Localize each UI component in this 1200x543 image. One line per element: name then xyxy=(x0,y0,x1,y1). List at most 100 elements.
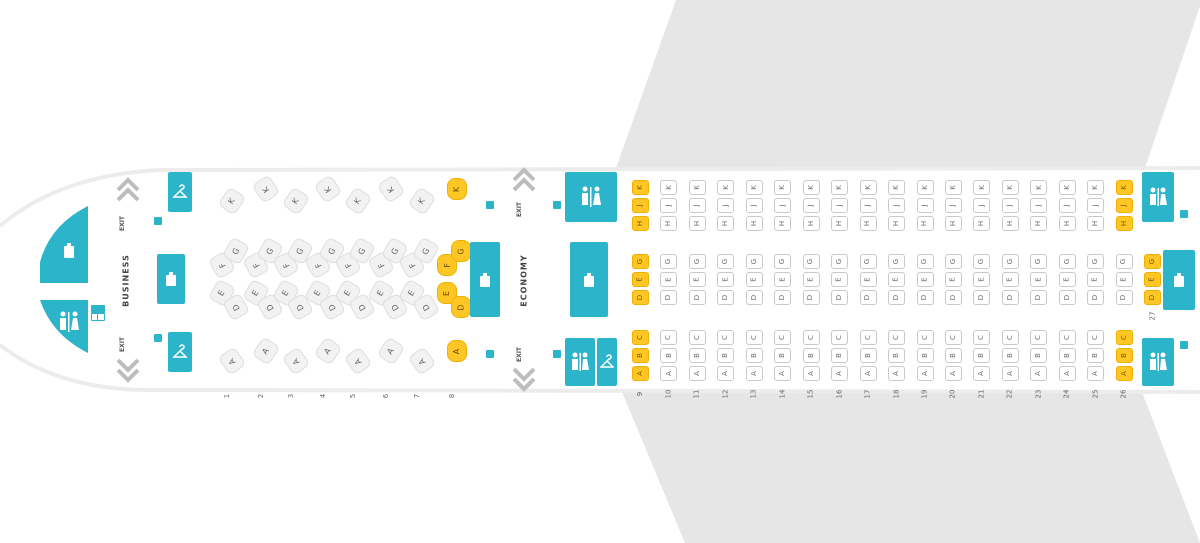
seat-18B[interactable]: B xyxy=(888,348,906,363)
seat-11H[interactable]: H xyxy=(688,216,706,231)
seat-13K[interactable]: K xyxy=(745,180,763,195)
seat-9H[interactable]: H xyxy=(632,216,649,231)
seat-23E[interactable]: E xyxy=(1030,272,1048,287)
seat-27D[interactable]: D xyxy=(1144,290,1162,305)
seat-10C[interactable]: C xyxy=(660,330,678,345)
seat-13A[interactable]: A xyxy=(745,366,763,381)
seat-25E[interactable]: E xyxy=(1087,272,1105,287)
seat-26C[interactable]: C xyxy=(1115,330,1133,345)
seat-9G[interactable]: G xyxy=(632,254,649,269)
seat-21H[interactable]: H xyxy=(973,216,991,231)
seat-13H[interactable]: H xyxy=(745,216,763,231)
seat-15D[interactable]: D xyxy=(802,290,820,305)
seat-14A[interactable]: A xyxy=(774,366,792,381)
seat-12K[interactable]: K xyxy=(717,180,735,195)
seat-17G[interactable]: G xyxy=(859,254,877,269)
seat-11B[interactable]: B xyxy=(688,348,706,363)
seat-22G[interactable]: G xyxy=(1001,254,1019,269)
seat-12E[interactable]: E xyxy=(717,272,735,287)
seat-26D[interactable]: D xyxy=(1115,290,1133,305)
seat-9E[interactable]: E xyxy=(632,272,649,287)
seat-9B[interactable]: B xyxy=(632,348,649,363)
seat-19G[interactable]: G xyxy=(916,254,934,269)
seat-14J[interactable]: J xyxy=(774,198,792,213)
seat-12B[interactable]: B xyxy=(717,348,735,363)
seat-12C[interactable]: C xyxy=(717,330,735,345)
seat-11E[interactable]: E xyxy=(688,272,706,287)
seat-15B[interactable]: B xyxy=(802,348,820,363)
seat-8D[interactable]: D xyxy=(451,296,471,318)
seat-22K[interactable]: K xyxy=(1001,180,1019,195)
seat-26E[interactable]: E xyxy=(1115,272,1133,287)
seat-23A[interactable]: A xyxy=(1030,366,1048,381)
seat-20H[interactable]: H xyxy=(944,216,962,231)
seat-14C[interactable]: C xyxy=(774,330,792,345)
seat-10G[interactable]: G xyxy=(660,254,678,269)
seat-10H[interactable]: H xyxy=(660,216,678,231)
seat-26A[interactable]: A xyxy=(1115,366,1133,381)
seat-11G[interactable]: G xyxy=(688,254,706,269)
seat-15A[interactable]: A xyxy=(802,366,820,381)
seat-15K[interactable]: K xyxy=(802,180,820,195)
seat-19D[interactable]: D xyxy=(916,290,934,305)
seat-16D[interactable]: D xyxy=(831,290,849,305)
seat-22A[interactable]: A xyxy=(1001,366,1019,381)
seat-15G[interactable]: G xyxy=(802,254,820,269)
seat-17A[interactable]: A xyxy=(859,366,877,381)
seat-22E[interactable]: E xyxy=(1001,272,1019,287)
seat-18K[interactable]: K xyxy=(888,180,906,195)
seat-17B[interactable]: B xyxy=(859,348,877,363)
seat-19J[interactable]: J xyxy=(916,198,934,213)
seat-10K[interactable]: K xyxy=(660,180,678,195)
seat-13G[interactable]: G xyxy=(745,254,763,269)
seat-22D[interactable]: D xyxy=(1001,290,1019,305)
seat-17E[interactable]: E xyxy=(859,272,877,287)
seat-10J[interactable]: J xyxy=(660,198,678,213)
seat-11C[interactable]: C xyxy=(688,330,706,345)
seat-21A[interactable]: A xyxy=(973,366,991,381)
seat-16J[interactable]: J xyxy=(831,198,849,213)
seat-18E[interactable]: E xyxy=(888,272,906,287)
seat-22C[interactable]: C xyxy=(1001,330,1019,345)
seat-26B[interactable]: B xyxy=(1115,348,1133,363)
exit-chevron-icon[interactable] xyxy=(512,365,536,393)
seat-16E[interactable]: E xyxy=(831,272,849,287)
seat-23B[interactable]: B xyxy=(1030,348,1048,363)
seat-21K[interactable]: K xyxy=(973,180,991,195)
seat-25H[interactable]: H xyxy=(1087,216,1105,231)
seat-25K[interactable]: K xyxy=(1087,180,1105,195)
seat-14K[interactable]: K xyxy=(774,180,792,195)
seat-15J[interactable]: J xyxy=(802,198,820,213)
seat-20K[interactable]: K xyxy=(944,180,962,195)
seat-23K[interactable]: K xyxy=(1030,180,1048,195)
seat-13J[interactable]: J xyxy=(745,198,763,213)
seat-20C[interactable]: C xyxy=(944,330,962,345)
seat-24B[interactable]: B xyxy=(1058,348,1076,363)
seat-20B[interactable]: B xyxy=(944,348,962,363)
seat-20D[interactable]: D xyxy=(944,290,962,305)
seat-9K[interactable]: K xyxy=(632,180,649,195)
seat-23H[interactable]: H xyxy=(1030,216,1048,231)
seat-23J[interactable]: J xyxy=(1030,198,1048,213)
seat-21B[interactable]: B xyxy=(973,348,991,363)
seat-24J[interactable]: J xyxy=(1058,198,1076,213)
seat-16B[interactable]: B xyxy=(831,348,849,363)
seat-19C[interactable]: C xyxy=(916,330,934,345)
seat-18H[interactable]: H xyxy=(888,216,906,231)
exit-chevron-icon[interactable] xyxy=(116,356,140,384)
seat-22J[interactable]: J xyxy=(1001,198,1019,213)
seat-10B[interactable]: B xyxy=(660,348,678,363)
seat-22B[interactable]: B xyxy=(1001,348,1019,363)
seat-12H[interactable]: H xyxy=(717,216,735,231)
seat-17J[interactable]: J xyxy=(859,198,877,213)
seat-24C[interactable]: C xyxy=(1058,330,1076,345)
seat-9A[interactable]: A xyxy=(632,366,649,381)
seat-15H[interactable]: H xyxy=(802,216,820,231)
seat-11K[interactable]: K xyxy=(688,180,706,195)
seat-11J[interactable]: J xyxy=(688,198,706,213)
seat-8K[interactable]: K xyxy=(447,178,467,200)
seat-19A[interactable]: A xyxy=(916,366,934,381)
exit-chevron-icon[interactable] xyxy=(512,166,536,194)
seat-18D[interactable]: D xyxy=(888,290,906,305)
seat-24K[interactable]: K xyxy=(1058,180,1076,195)
